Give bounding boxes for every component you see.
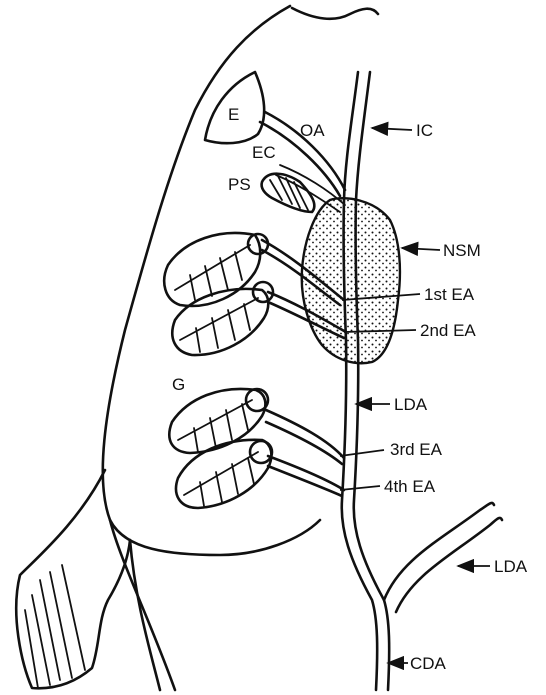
label-cda: CDA <box>410 654 447 673</box>
label-ps: PS <box>228 175 251 194</box>
label-ec: EC <box>252 143 276 162</box>
ic-arrow <box>372 128 412 130</box>
ea4-pointer <box>340 486 380 490</box>
label-lda-right: LDA <box>494 557 528 576</box>
vessel-network <box>260 72 502 690</box>
label-e: E <box>228 105 239 124</box>
label-1st-ea: 1st EA <box>424 285 475 304</box>
label-4th-ea: 4th EA <box>384 477 436 496</box>
label-ic: IC <box>416 121 433 140</box>
nsm-mass <box>302 198 400 363</box>
gill-4 <box>176 440 272 508</box>
ea3-pointer <box>340 450 384 456</box>
pseudobranch <box>262 174 315 212</box>
label-lda-upper: LDA <box>394 395 428 414</box>
label-2nd-ea: 2nd EA <box>420 321 476 340</box>
pectoral-fin <box>16 470 130 688</box>
label-g: G <box>172 375 185 394</box>
nsm-arrow <box>402 248 440 250</box>
label-nsm: NSM <box>443 241 481 260</box>
label-3rd-ea: 3rd EA <box>390 440 443 459</box>
dorsal-line <box>292 8 378 19</box>
gill-2 <box>172 282 273 355</box>
label-oa: OA <box>300 121 325 140</box>
